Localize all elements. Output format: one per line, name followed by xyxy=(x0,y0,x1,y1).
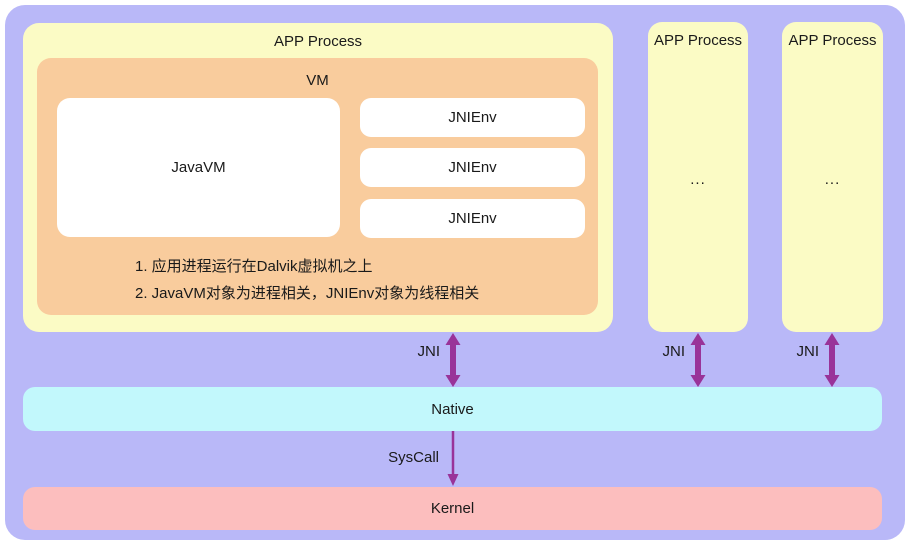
ellipsis-label: ... xyxy=(690,171,706,188)
app-process-box-main: APP Process VM JavaVM JNIEnv JNIEnv JNIE… xyxy=(23,23,613,332)
jni-double-arrow-icon xyxy=(445,333,461,387)
vm-note-line-2: 2. JavaVM对象为进程相关，JNIEnv对象为线程相关 xyxy=(135,285,480,302)
syscall-down-arrow-icon xyxy=(447,431,459,486)
jnienv-label: JNIEnv xyxy=(448,109,497,126)
syscall-label: SysCall xyxy=(388,449,439,466)
vm-note-line-1: 1. 应用进程运行在Dalvik虚拟机之上 xyxy=(135,258,373,275)
app-process-box-2: APP Process ... xyxy=(648,22,748,332)
app-process-title: APP Process xyxy=(788,32,877,49)
kernel-label: Kernel xyxy=(430,500,475,517)
jnienv-box-2: JNIEnv xyxy=(360,148,585,187)
ellipsis-label: ... xyxy=(824,171,841,188)
jni-label-1: JNI xyxy=(417,343,441,360)
jni-label-2: JNI xyxy=(662,343,686,360)
jnienv-box-1: JNIEnv xyxy=(360,98,585,137)
kernel-layer-bar: Kernel xyxy=(23,487,882,530)
javavm-box: JavaVM xyxy=(57,98,340,237)
jnienv-label: JNIEnv xyxy=(448,159,497,176)
jnienv-box-3: JNIEnv xyxy=(360,199,585,238)
jnienv-label: JNIEnv xyxy=(448,210,497,227)
jni-double-arrow-icon xyxy=(824,333,840,387)
app-process-title: APP Process xyxy=(273,33,363,50)
vm-title: VM xyxy=(306,72,329,89)
app-process-title: APP Process xyxy=(653,32,743,49)
vm-box: VM JavaVM JNIEnv JNIEnv JNIEnv 1. 应用进程运行… xyxy=(37,58,598,315)
jni-label-3: JNI xyxy=(796,343,820,360)
native-layer-bar: Native xyxy=(23,387,882,431)
vm-notes: 1. 应用进程运行在Dalvik虚拟机之上 2. JavaVM对象为进程相关，J… xyxy=(135,253,479,307)
javavm-label: JavaVM xyxy=(171,159,226,176)
jni-double-arrow-icon xyxy=(690,333,706,387)
native-label: Native xyxy=(431,400,474,418)
app-process-box-3: APP Process ... xyxy=(782,22,883,332)
